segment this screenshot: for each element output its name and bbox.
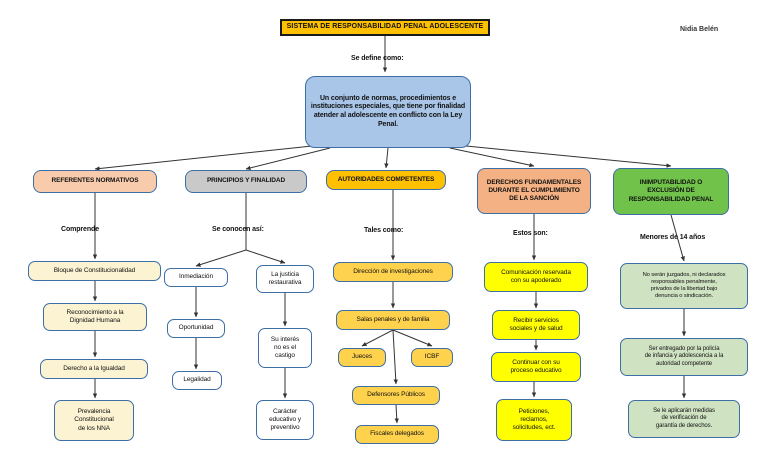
node-autoridades-competentes-fiscales-delegados[interactable]: Fiscales delegados (355, 425, 439, 444)
author-name: Nidia Belén (680, 26, 719, 33)
node-referentes-normativos-derecho-a-la-igualdad[interactable]: Derecho a la Igualdad (40, 359, 148, 379)
definition-box[interactable]: Un conjunto de normas, procedimientos e … (305, 76, 471, 148)
connector-salas-to-jueces (361, 329, 394, 347)
node-referentes-normativos-reconocimiento-a-la-dignidad[interactable]: Reconocimiento a la Dignidad Humana (43, 303, 147, 331)
category-header-derechos-fundamentales[interactable]: DERECHOS FUNDAMENTALES DURANTE EL CUMPLI… (477, 168, 591, 214)
node-autoridades-competentes-direccion-de-investigaciones[interactable]: Dirección de investigaciones (333, 262, 453, 282)
connector-definition-to-header-principios (245, 147, 331, 171)
node-autoridades-competentes-salas-penales-y-de[interactable]: Salas penales y de familia (336, 310, 450, 330)
node-principios-y-finalidad-inmediacion[interactable]: Inmediación (164, 268, 228, 287)
edge-label-se-define-como: Se define como: (351, 55, 404, 62)
node-principios-y-finalidad-su-interes-no-es[interactable]: Su interés no es el castigo (258, 328, 312, 368)
category-header-referentes-normativos[interactable]: REFERENTES NORMATIVOS (33, 170, 157, 193)
node-principios-y-finalidad-legalidad[interactable]: Legalidad (172, 371, 222, 390)
node-referentes-normativos-prevalencia-constitucional-de-los[interactable]: Prevalencia Constitucional de los NNA (54, 400, 134, 441)
connector-salas-to-defensores (392, 329, 398, 385)
connector-defensores-to-fiscales (394, 404, 399, 424)
connector-salas-to-icbf (392, 329, 433, 347)
map-title-box[interactable]: SISTEMA DE RESPONSABILIDAD PENAL ADOLESC… (280, 19, 490, 36)
edge-label-menores-de-14-anos: Menores de 14 años (640, 234, 706, 241)
edge-label-tales-como: Tales como: (364, 227, 404, 234)
node-autoridades-competentes-jueces[interactable]: Jueces (338, 348, 386, 367)
category-header-autoridades-competentes[interactable]: AUTORIDADES COMPETENTES (326, 170, 446, 190)
node-referentes-normativos-bloque-de-constitucionalidad[interactable]: Bloque de Constitucionalidad (28, 261, 161, 281)
node-inimputabilidad-se-le-aplicaran-medidas[interactable]: Se le aplicarán medidas de verificación … (628, 400, 740, 438)
edge-label-comprende: Comprende (61, 226, 99, 233)
connector-header-principios-to-justicia (245, 249, 286, 264)
node-inimputabilidad-no-seran-juzgados-ni[interactable]: No serán juzgados, ni declarados respons… (620, 263, 748, 309)
node-principios-y-finalidad-la-justicia-restaurativa[interactable]: La justicia restaurativa (256, 265, 314, 293)
node-derechos-fundamentales-peticiones-reclamos-solicitudes-ect[interactable]: Peticiones, reclamos, solicitudes, ect. (496, 399, 572, 441)
edge-label-estos-son: Estos son: (513, 230, 548, 237)
edge-label-se-conocen-asi: Se conocen así: (212, 226, 264, 233)
node-inimputabilidad-ser-entregado-por-la[interactable]: Ser entregado por la policía de infancia… (620, 338, 748, 376)
connector-definition-to-header-autoridades (384, 147, 389, 169)
category-header-inimputabilidad[interactable]: INIMPUTABILIDAD O EXCLUSIÓN DE RESPONSAB… (613, 168, 729, 215)
node-derechos-fundamentales-recibir-servicios-sociales-y[interactable]: Recibir servicios sociales y de salud (492, 310, 580, 340)
node-derechos-fundamentales-continuar-con-su-proceso[interactable]: Continuar con su proceso educativo (491, 352, 581, 382)
node-autoridades-competentes-defensores-publicos[interactable]: Defensores Públicos (352, 386, 440, 405)
node-autoridades-competentes-icbf[interactable]: ICBF (411, 348, 453, 367)
node-derechos-fundamentales-comunicacion-reservada-con-su[interactable]: Comunicación reservada con su apoderado (484, 262, 588, 292)
connector-definition-to-header-derechos (449, 147, 535, 168)
connector-definition-to-header-referentes (94, 145, 313, 171)
category-header-principios-y-finalidad[interactable]: PRINCIPIOS Y FINALIDAD (185, 170, 307, 193)
node-principios-y-finalidad-oportunidad[interactable]: Oportunidad (167, 319, 225, 338)
connector-definition-to-header-inimputabilidad (465, 145, 672, 168)
node-principios-y-finalidad-caracter-educativo-y-preventivo[interactable]: Carácter educativo y preventivo (256, 400, 314, 440)
